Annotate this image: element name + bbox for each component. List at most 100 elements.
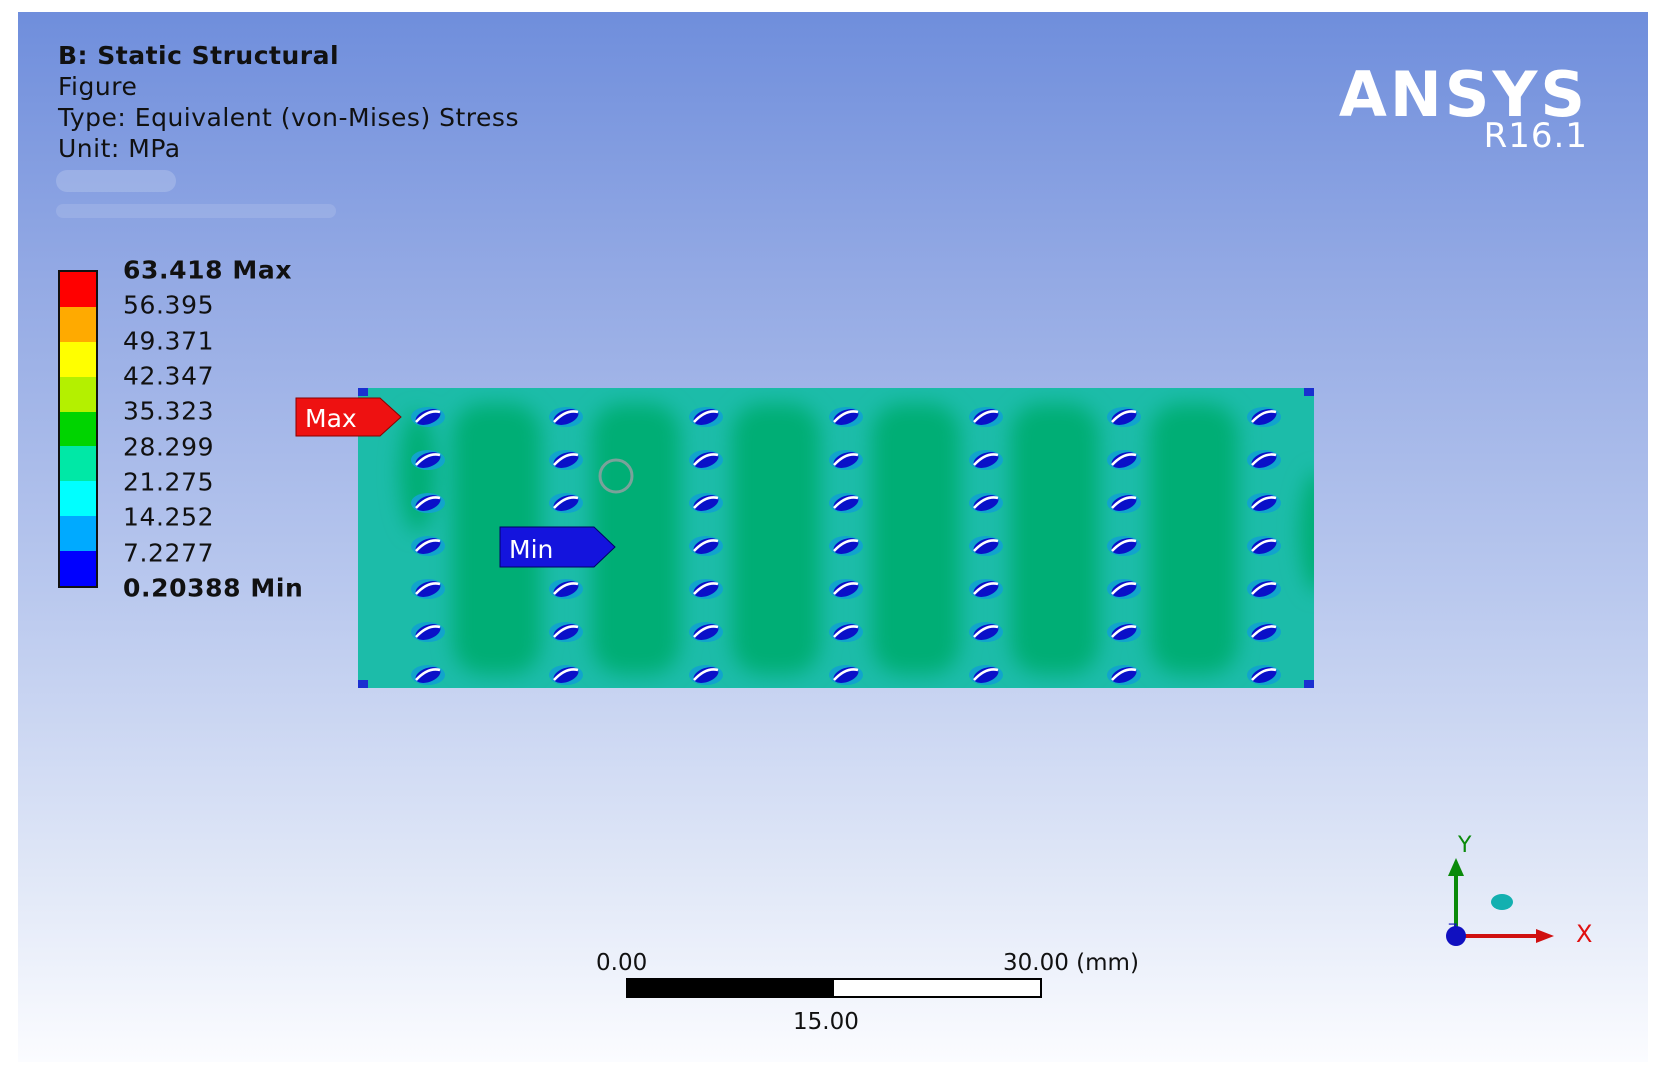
stress-core-band	[872, 404, 960, 674]
legend-value-label: 56.395	[123, 290, 215, 320]
x-axis-arrow	[1536, 929, 1554, 943]
stress-color-legend	[58, 270, 98, 588]
plate-hole	[829, 450, 863, 470]
plate-hole	[1107, 450, 1141, 470]
plate-hole	[689, 622, 723, 642]
plate-hole	[1247, 450, 1281, 470]
cursor-ring	[598, 458, 634, 494]
plate-hole	[411, 450, 445, 470]
corner-min-region	[358, 680, 368, 688]
stress-core-band	[1300, 473, 1314, 591]
stress-core-band	[1150, 404, 1238, 674]
stress-core-band	[1011, 404, 1099, 674]
plate-hole	[969, 450, 1003, 470]
plate-hole	[411, 536, 445, 556]
scale-label-right: 30.00 (mm)	[1003, 950, 1139, 976]
plate-hole	[1247, 407, 1281, 427]
legend-color-band	[60, 306, 96, 342]
min-probe[interactable]: Min	[499, 526, 616, 568]
corner-min-region	[1304, 680, 1314, 688]
plate-hole	[411, 622, 445, 642]
x-axis-label: X	[1576, 920, 1592, 948]
plate-hole	[969, 579, 1003, 599]
plate-hole	[829, 622, 863, 642]
plate-hole	[1107, 536, 1141, 556]
blurred-text	[56, 204, 336, 218]
legend-color-band	[60, 272, 96, 307]
legend-value-label: 28.299	[123, 432, 215, 462]
max-probe[interactable]: Max	[295, 397, 402, 437]
min-probe-label: Min	[509, 535, 553, 564]
stress-core-band	[592, 404, 680, 674]
legend-min-label: 0.20388 Min	[123, 573, 304, 603]
legend-value-label: 42.347	[123, 361, 215, 391]
result-object-name: Figure	[58, 72, 138, 101]
plate-hole	[1247, 665, 1281, 685]
plate-hole	[689, 493, 723, 513]
ansys-logo: ANSYS	[1338, 58, 1588, 131]
plate-hole	[1107, 493, 1141, 513]
ansys-version: R16.1	[1483, 116, 1588, 156]
plate-model[interactable]: Max Min	[18, 12, 1648, 1062]
plate-hole	[1107, 622, 1141, 642]
plate-hole	[1107, 579, 1141, 599]
plate-hole	[1247, 536, 1281, 556]
plate-hole	[411, 493, 445, 513]
graphics-viewport[interactable]: B: Static Structural Figure Type: Equiva…	[18, 12, 1648, 1062]
plate-hole	[549, 579, 583, 599]
plate-hole	[689, 665, 723, 685]
plate-hole	[411, 407, 445, 427]
plate-hole	[689, 579, 723, 599]
legend-value-label: 49.371	[123, 326, 215, 356]
plate-hole	[549, 450, 583, 470]
scale-ruler-fill	[628, 980, 834, 996]
plate-hole	[689, 450, 723, 470]
plate-hole	[829, 493, 863, 513]
scale-label-left: 0.00	[596, 950, 648, 976]
legend-value-label: 21.275	[123, 467, 215, 497]
plate-hole	[829, 536, 863, 556]
scale-ruler	[626, 978, 1042, 998]
plate-hole	[549, 622, 583, 642]
stress-core-band	[453, 404, 541, 674]
plate-hole	[969, 493, 1003, 513]
legend-color-band	[60, 516, 96, 552]
plate-hole	[411, 665, 445, 685]
corner-min-region	[1304, 388, 1314, 396]
legend-value-label: 35.323	[123, 396, 215, 426]
plate-hole	[1107, 407, 1141, 427]
plate-hole	[1247, 579, 1281, 599]
legend-color-band	[60, 411, 96, 447]
legend-max-label: 63.418 Max	[123, 255, 293, 285]
y-axis-arrow	[1448, 858, 1464, 876]
plate-hole	[829, 407, 863, 427]
plate-hole	[969, 407, 1003, 427]
coordinate-triad[interactable]: Y X Z	[18, 12, 1648, 1062]
z-axis-label: Z	[1448, 922, 1458, 938]
plate-hole	[549, 493, 583, 513]
legend-color-band	[60, 341, 96, 377]
iso-view-ball	[1491, 894, 1513, 910]
analysis-title: B: Static Structural	[58, 41, 340, 70]
plate-hole	[829, 665, 863, 685]
plate-hole	[1247, 493, 1281, 513]
y-axis-label: Y	[1457, 833, 1472, 858]
plate-hole	[689, 407, 723, 427]
max-probe-label: Max	[305, 404, 357, 433]
stress-core-regions	[400, 404, 1314, 674]
plate-hole	[549, 665, 583, 685]
plate-hole	[549, 407, 583, 427]
plate-hole	[969, 622, 1003, 642]
plate-hole	[689, 536, 723, 556]
plate-hole	[1107, 665, 1141, 685]
legend-value-label: 14.252	[123, 502, 215, 532]
plate-hole	[969, 665, 1003, 685]
legend-color-band	[60, 376, 96, 412]
plate-hole	[829, 579, 863, 599]
legend-value-label: 7.2277	[123, 538, 215, 568]
plate-hole	[1247, 622, 1281, 642]
plate-hole	[969, 536, 1003, 556]
legend-color-band	[60, 551, 96, 587]
stress-core-band	[732, 404, 820, 674]
z-axis-origin	[1446, 926, 1466, 946]
